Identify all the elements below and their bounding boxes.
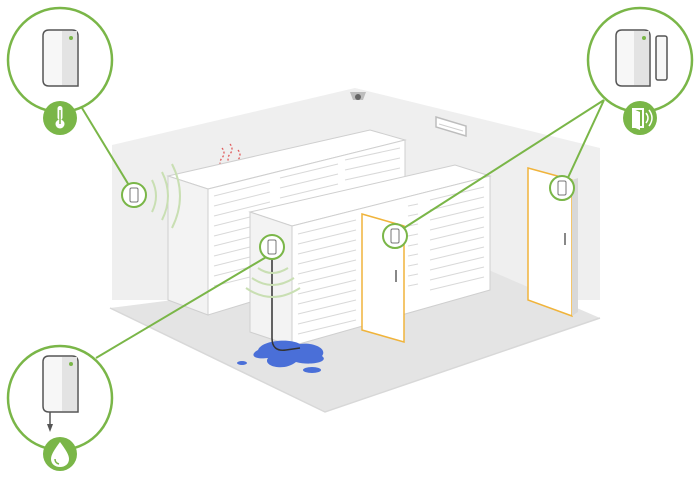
water-drop-icon	[43, 437, 77, 471]
signal-waves-cabinet	[245, 267, 301, 298]
room-door	[527, 167, 578, 318]
wall-temperature-sensor	[121, 182, 147, 208]
callout-water-leak-sensor	[6, 344, 114, 471]
thermometer-icon	[43, 101, 77, 135]
cabinet-leak-sensor	[259, 234, 285, 260]
sensor-device-icon	[42, 29, 79, 87]
security-camera-icon	[350, 92, 366, 100]
water-puddle	[237, 340, 324, 373]
callout-temperature-sensor	[6, 6, 114, 135]
heat-waves	[219, 143, 241, 173]
cabinet-door-sensor	[382, 223, 408, 249]
room-door-sensor	[549, 175, 575, 201]
door-open-icon	[623, 101, 657, 135]
air-conditioner-icon	[435, 115, 467, 138]
room-floor-edge	[109, 307, 601, 413]
callout-door-sensor	[586, 6, 694, 135]
leak-sensor-device-icon	[42, 355, 79, 432]
connector-lines	[81, 99, 605, 359]
signal-waves-wall	[151, 163, 181, 229]
door-sensor-device-icon	[615, 29, 668, 87]
leak-sensor-cable	[271, 254, 301, 351]
